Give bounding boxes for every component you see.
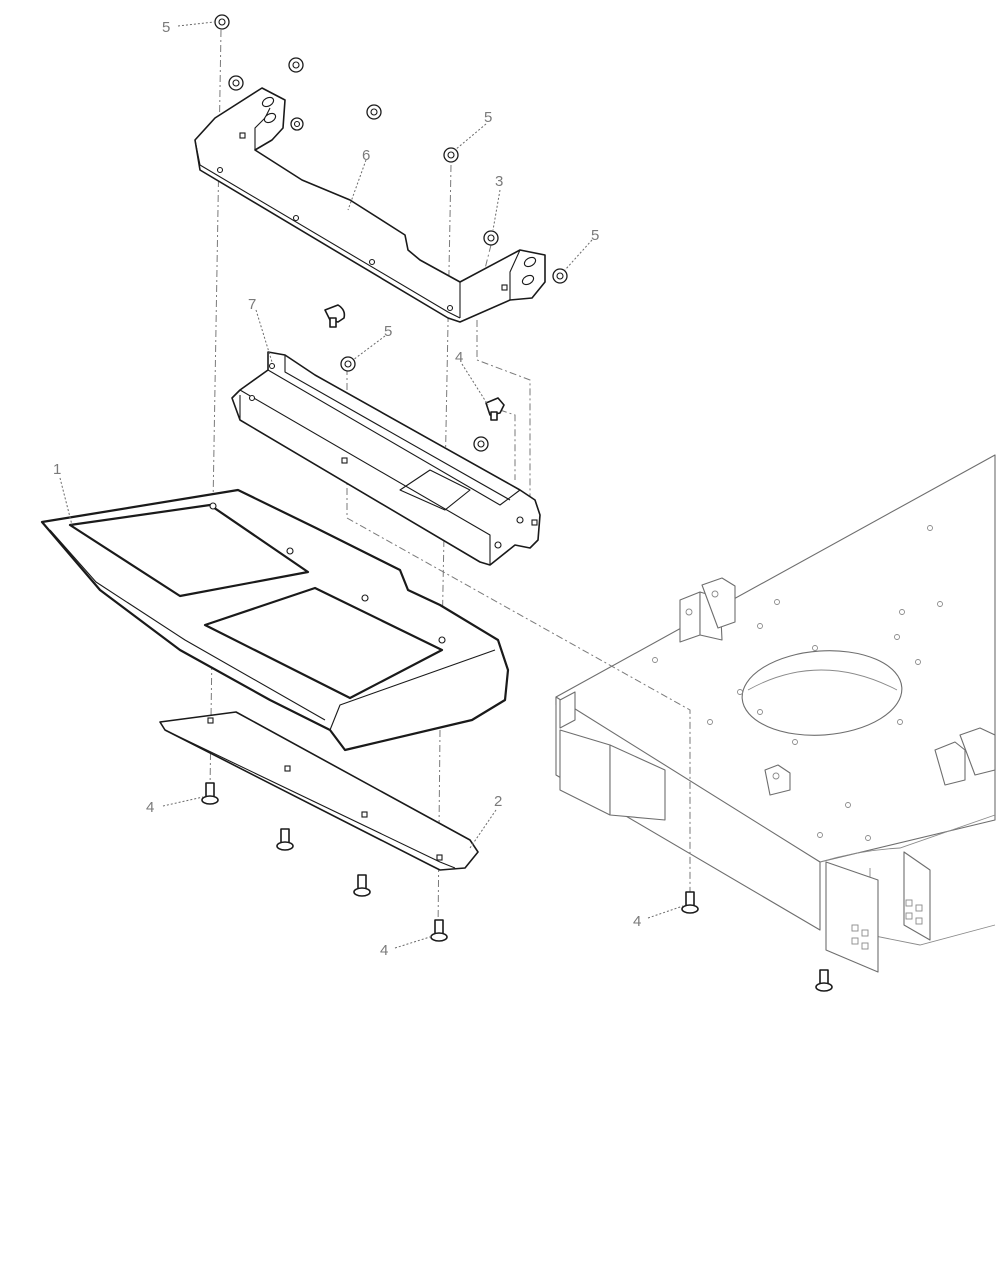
flange-bolt — [485, 397, 505, 421]
flange-nut — [290, 117, 304, 131]
callout-3: 3 — [495, 173, 503, 190]
foot-plate — [40, 488, 510, 752]
flange-nut — [443, 147, 459, 163]
flange-bolt — [815, 969, 833, 992]
callout-4: 4 — [380, 942, 388, 959]
callout-5: 5 — [484, 109, 492, 126]
mower-deck-frame — [555, 454, 996, 973]
flange-bolt — [681, 891, 699, 914]
carriage-bolt — [324, 304, 346, 328]
leader-lines — [59, 21, 684, 949]
lower-plate — [159, 711, 479, 871]
callout-labels: 5 5 6 3 5 7 5 4 1 4 2 4 4 — [53, 19, 641, 959]
callout-4: 4 — [633, 913, 641, 930]
flange-bolt — [276, 828, 294, 851]
callout-6: 6 — [362, 147, 370, 164]
flange-nut — [473, 436, 489, 452]
flange-nut — [552, 268, 568, 284]
callout-4: 4 — [146, 799, 154, 816]
upper-mounting-bracket — [194, 87, 546, 323]
flange-nut — [288, 57, 304, 73]
flange-nut — [340, 356, 356, 372]
flange-nut — [214, 14, 230, 30]
flange-bolt — [201, 782, 219, 805]
callout-1: 1 — [53, 461, 61, 478]
callout-5: 5 — [162, 19, 170, 36]
flange-nut — [483, 230, 499, 246]
flange-bolt — [430, 919, 448, 942]
callout-7: 7 — [248, 296, 256, 313]
callout-5: 5 — [384, 323, 392, 340]
callout-2: 2 — [494, 793, 502, 810]
channel-bracket — [231, 351, 541, 566]
callout-5: 5 — [591, 227, 599, 244]
flange-bolt — [353, 874, 371, 897]
flange-nut — [366, 104, 382, 120]
flange-nut — [228, 75, 244, 91]
callout-4: 4 — [455, 349, 463, 366]
